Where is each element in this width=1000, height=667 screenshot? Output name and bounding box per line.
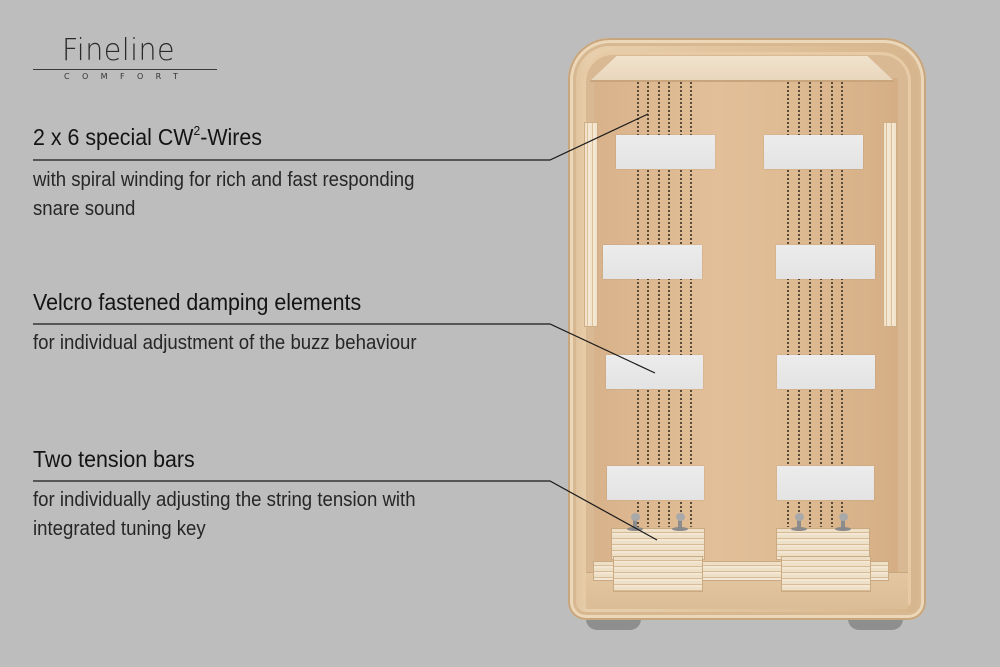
damping-pad <box>777 355 875 389</box>
damping-pad <box>776 245 875 279</box>
tuning-screw <box>678 518 682 528</box>
snare-wire <box>831 82 833 527</box>
feature-description-wires-line-2: snare sound <box>33 198 136 220</box>
tuning-screw-head <box>676 513 685 521</box>
cajon-foot-right <box>848 619 903 630</box>
brand-logo-subtitle: COMFORT <box>64 72 191 81</box>
tension-bar-right-block <box>781 556 871 592</box>
feature-title-tension: Two tension bars <box>33 446 195 472</box>
damping-pad <box>777 466 874 500</box>
snare-wire <box>690 82 692 527</box>
snare-wire <box>647 82 649 527</box>
snare-wire <box>798 82 800 527</box>
damping-pad <box>616 135 715 169</box>
tuning-screw-base <box>672 527 688 531</box>
snare-wire <box>680 82 682 527</box>
damping-pad <box>764 135 863 169</box>
feature-title-damping: Velcro fastened damping elements <box>33 289 362 315</box>
snare-wire <box>668 82 670 527</box>
tuning-screw <box>797 518 801 528</box>
snare-wire <box>820 82 822 527</box>
cajon-foot-left <box>586 619 641 630</box>
damping-pad <box>606 355 703 389</box>
snare-wire <box>637 82 639 527</box>
brand-logo-wordmark: Fineline <box>62 33 176 68</box>
tuning-screw <box>841 518 845 528</box>
tension-bar-left-block <box>613 556 703 592</box>
tuning-screw-head <box>631 513 640 521</box>
cajon-side-slat-right <box>883 122 897 327</box>
feature-description-wires-line-1: with spiral winding for rich and fast re… <box>33 169 415 191</box>
cajon-side-slat-left <box>584 122 598 327</box>
tuning-screw-base <box>627 527 643 531</box>
snare-wire <box>841 82 843 527</box>
damping-pad <box>607 466 704 500</box>
snare-wire <box>787 82 789 527</box>
brand-logo-rule <box>33 69 217 70</box>
tension-bar-right-top <box>776 528 870 560</box>
damping-pad <box>603 245 702 279</box>
tuning-screw-head <box>795 513 804 521</box>
snare-wire <box>809 82 811 527</box>
tuning-screw-head <box>839 513 848 521</box>
tuning-screw-base <box>791 527 807 531</box>
tuning-screw-base <box>835 527 851 531</box>
snare-wire <box>658 82 660 527</box>
cajon-top-bar <box>589 56 895 82</box>
